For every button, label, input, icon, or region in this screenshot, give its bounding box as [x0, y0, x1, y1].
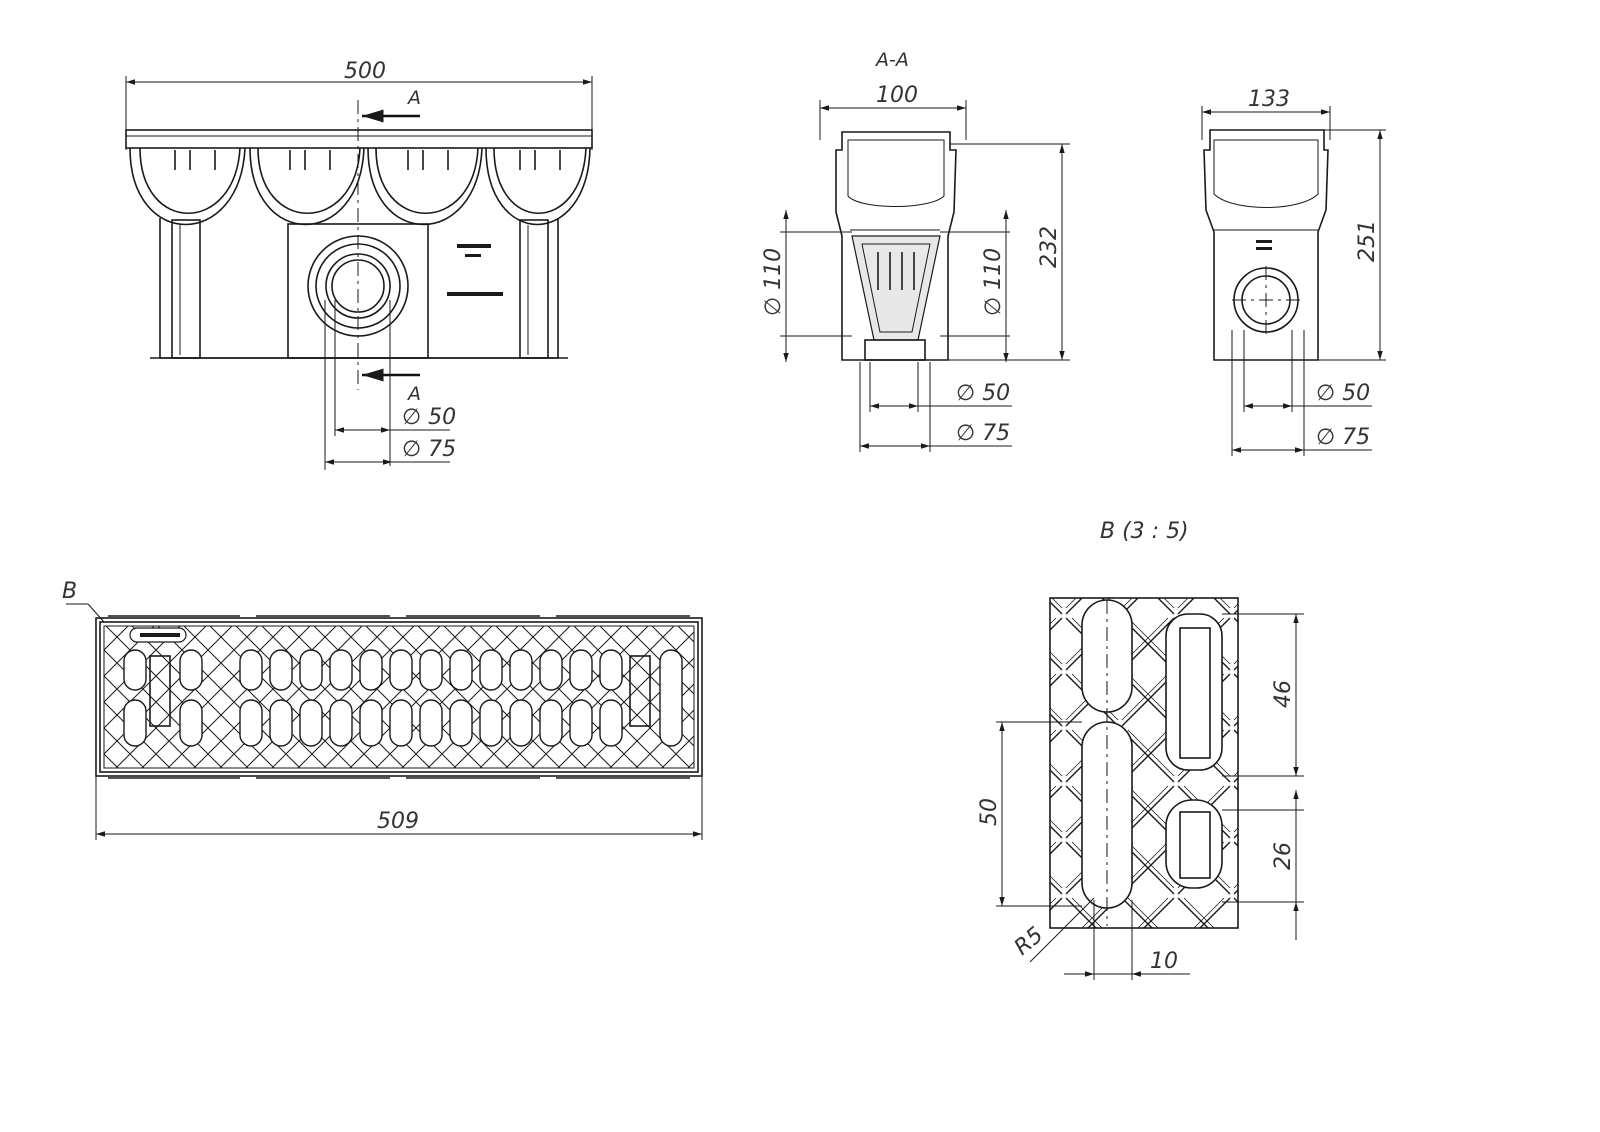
section-dia-75: ∅ 75 [956, 421, 1010, 446]
detail-dim-26: 26 [1271, 842, 1296, 870]
front-dia-75: ∅ 75 [402, 437, 456, 462]
side-height-label: 251 [1355, 220, 1380, 262]
detail-dim-10: 10 [1150, 949, 1178, 974]
side-view: 133 251 ∅ 50 ∅ 75 [1201, 87, 1386, 456]
side-dia-75: ∅ 75 [1316, 425, 1370, 450]
section-title: A-A [874, 49, 909, 71]
detail-dim-50: 50 [977, 798, 1002, 826]
section-width-label: 100 [876, 83, 918, 108]
section-mark-bottom: A [406, 383, 421, 405]
side-width-label: 133 [1248, 87, 1290, 112]
front-dia-50: ∅ 50 [402, 405, 456, 430]
section-mark-top: A [406, 87, 421, 109]
section-dia-50: ∅ 50 [956, 381, 1010, 406]
detail-dim-46: 46 [1271, 680, 1296, 708]
side-dia-50: ∅ 50 [1316, 381, 1370, 406]
grate-slots [123, 627, 683, 747]
section-height-label: 232 [1037, 226, 1062, 268]
front-width-label: 500 [344, 59, 386, 84]
detail-title: B (3 : 5) [1100, 519, 1189, 544]
grate-length-label: 509 [377, 809, 419, 834]
section-dia-110-right: ∅ 110 [981, 248, 1006, 316]
detail-mark: B [62, 579, 77, 604]
section-view: A-A 100 ∅ 110 ∅ 110 232 [761, 49, 1070, 452]
front-view: 500 [125, 59, 593, 470]
grate-view: B [62, 579, 703, 840]
detail-view: B (3 : 5) 46 26 50 R5 10 [977, 519, 1304, 980]
detail-radius: R5 [1010, 923, 1049, 961]
section-dia-110-left: ∅ 110 [761, 248, 786, 316]
